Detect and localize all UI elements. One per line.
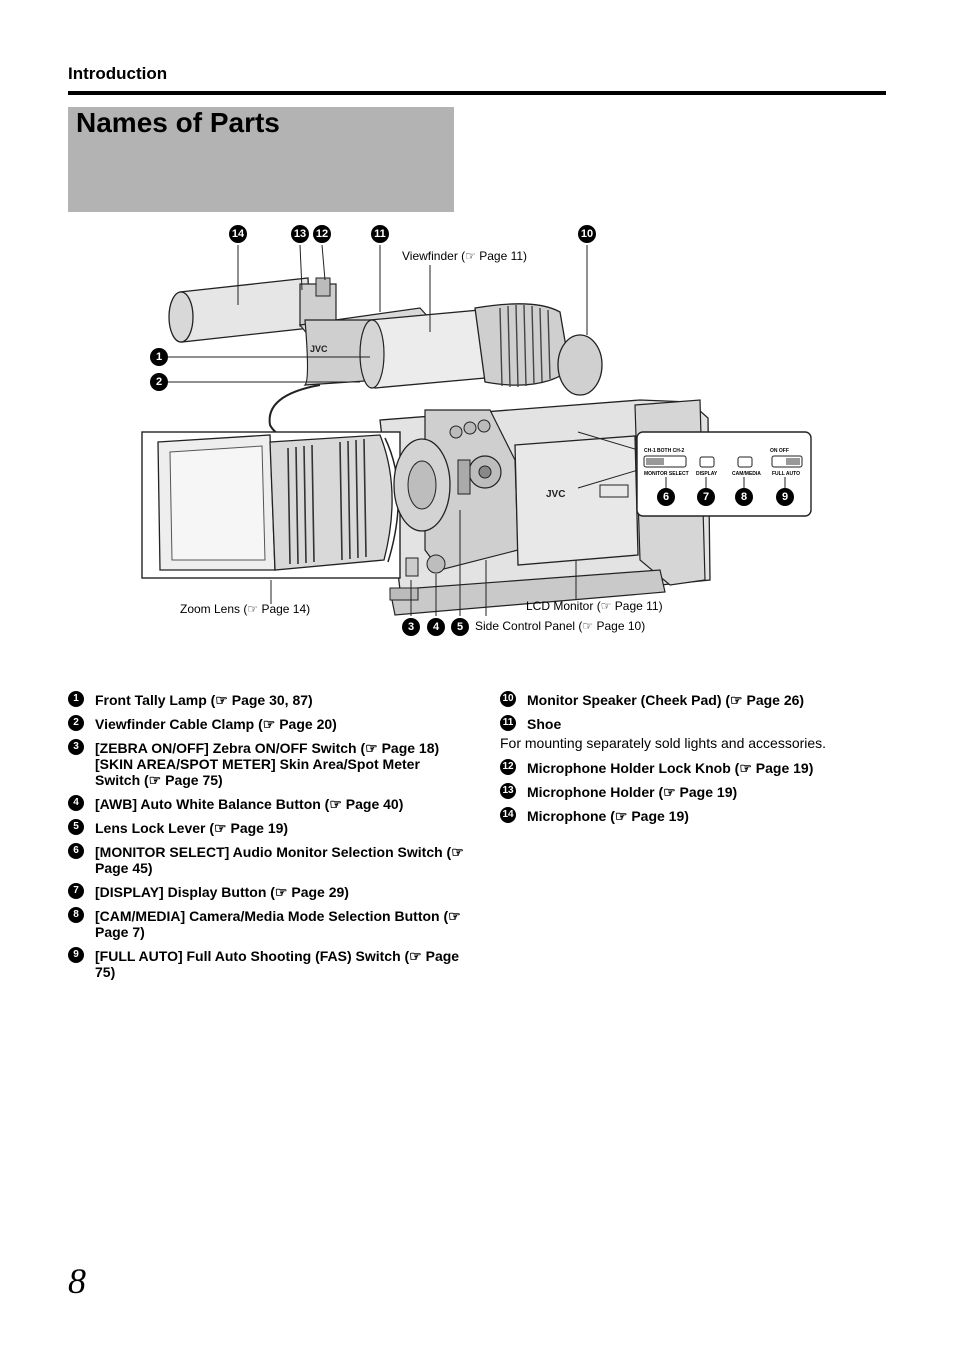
item-text-secondary: [SKIN AREA/SPOT METER] Skin Area/Spot Me… (95, 756, 420, 788)
callout-6: 6 (657, 488, 675, 506)
list-item: 5 Lens Lock Lever (☞ Page 19) (68, 819, 468, 836)
item-note: For mounting separately sold lights and … (500, 735, 827, 751)
zoom-lens-label: Zoom Lens (☞ Page 14) (180, 602, 311, 616)
item-text: Front Tally Lamp (☞ Page 30, 87) (95, 692, 313, 708)
header-rule (68, 91, 886, 95)
callout-11: 11 (371, 225, 389, 243)
item-number: 4 (68, 795, 84, 811)
list-item: 14 Microphone (☞ Page 19) (500, 807, 900, 824)
microphone-shape (168, 277, 337, 343)
item-number: 12 (500, 759, 516, 775)
callout-7: 7 (697, 488, 715, 506)
item-text: [AWB] Auto White Balance Button (☞ Page … (95, 796, 404, 812)
panel-display: DISPLAY (696, 471, 718, 477)
panel-monitor-select: MONITOR SELECT (644, 471, 689, 477)
list-item: 3 [ZEBRA ON/OFF] Zebra ON/OFF Switch (☞ P… (68, 739, 468, 788)
item-text: Lens Lock Lever (☞ Page 19) (95, 820, 289, 836)
item-number: 2 (68, 715, 84, 731)
item-number: 11 (500, 715, 516, 731)
list-item: 13 Microphone Holder (☞ Page 19) (500, 783, 900, 800)
panel-on-off: ON OFF (770, 448, 789, 454)
item-text: Microphone Holder (☞ Page 19) (527, 784, 738, 800)
parts-list-right: 10 Monitor Speaker (Cheek Pad) (☞ Page 26… (500, 691, 900, 832)
callout-8: 8 (735, 488, 753, 506)
item-number: 3 (68, 739, 84, 755)
item-number: 9 (68, 947, 84, 963)
panel-full-auto: FULL AUTO (772, 471, 800, 477)
list-item: 11 Shoe (500, 715, 900, 732)
camera-illustration: JVC JVC (141, 244, 812, 616)
parts-list-left: 1 Front Tally Lamp (☞ Page 30, 87) 2 Viewf… (68, 691, 468, 988)
page-title: Names of Parts (76, 107, 280, 138)
page-number: 8 (68, 1261, 86, 1301)
item-text: [ZEBRA ON/OFF] Zebra ON/OFF Switch (☞ Pa… (95, 740, 440, 756)
svg-text:JVC: JVC (310, 344, 328, 354)
item-number: 6 (68, 843, 84, 859)
item-number: 5 (68, 819, 84, 835)
section-label: Introduction (68, 64, 168, 83)
item-number: 13 (500, 783, 516, 799)
item-number: 7 (68, 883, 84, 899)
item-text: [DISPLAY] Display Button (☞ Page 29) (95, 884, 349, 900)
lcd-monitor-shape: JVC (514, 435, 639, 566)
title-box: Names of Parts (68, 107, 454, 212)
camera-diagram: JVC JVC (140, 220, 820, 660)
item-text: [MONITOR SELECT] Audio Monitor Selection… (95, 844, 464, 876)
list-item: 8 [CAM/MEDIA] Camera/Media Mode Selection… (68, 907, 468, 940)
callout-5: 5 (451, 618, 469, 636)
list-item: 10 Monitor Speaker (Cheek Pad) (☞ Page 26… (500, 691, 900, 708)
list-item: 4 [AWB] Auto White Balance Button (☞ Page… (68, 795, 468, 812)
item-number: 1 (68, 691, 84, 707)
item-number: 10 (500, 691, 516, 707)
callout-12: 12 (313, 225, 331, 243)
list-item: 6 [MONITOR SELECT] Audio Monitor Selectio… (68, 843, 468, 876)
control-panel-inset: CH-1 BOTH CH-2 ON OFF MONITOR SELECT DIS… (577, 431, 812, 517)
list-item: 7 [DISPLAY] Display Button (☞ Page 29) (68, 883, 468, 900)
callout-14: 14 (229, 225, 247, 243)
zoom-lens-shape (157, 434, 399, 571)
callout-4: 4 (427, 618, 445, 636)
item-text: Shoe (527, 716, 562, 732)
callout-10: 10 (578, 225, 596, 243)
brand-logo: JVC (546, 489, 565, 500)
callout-2: 2 (150, 373, 168, 391)
list-item: 12 Microphone Holder Lock Knob (☞ Page 19… (500, 759, 900, 776)
list-item: 9 [FULL AUTO] Full Auto Shooting (FAS) Sw… (68, 947, 468, 980)
item-text: Viewfinder Cable Clamp (☞ Page 20) (95, 716, 337, 732)
viewfinder-shape (359, 303, 603, 396)
callout-1: 1 (150, 348, 168, 366)
panel-cam-media: CAM/MEDIA (732, 471, 761, 477)
callout-13: 13 (291, 225, 309, 243)
item-number: 8 (68, 907, 84, 923)
side-panel-label: Side Control Panel (☞ Page 10) (475, 619, 646, 633)
callout-9: 9 (776, 488, 794, 506)
panel-ch-labels: CH-1 BOTH CH-2 (644, 448, 684, 454)
list-item: 1 Front Tally Lamp (☞ Page 30, 87) (68, 691, 468, 708)
lcd-monitor-label: LCD Monitor (☞ Page 11) (526, 599, 663, 613)
callout-3: 3 (402, 618, 420, 636)
item-text: [CAM/MEDIA] Camera/Media Mode Selection … (95, 908, 461, 940)
list-item: 2 Viewfinder Cable Clamp (☞ Page 20) (68, 715, 468, 732)
item-text: Monitor Speaker (Cheek Pad) (☞ Page 26) (527, 692, 805, 708)
item-text: Microphone (☞ Page 19) (527, 808, 689, 824)
viewfinder-label: Viewfinder (☞ Page 11) (402, 249, 528, 263)
item-number: 14 (500, 807, 516, 823)
item-text: [FULL AUTO] Full Auto Shooting (FAS) Swi… (95, 948, 460, 980)
item-text: Microphone Holder Lock Knob (☞ Page 19) (527, 760, 814, 776)
